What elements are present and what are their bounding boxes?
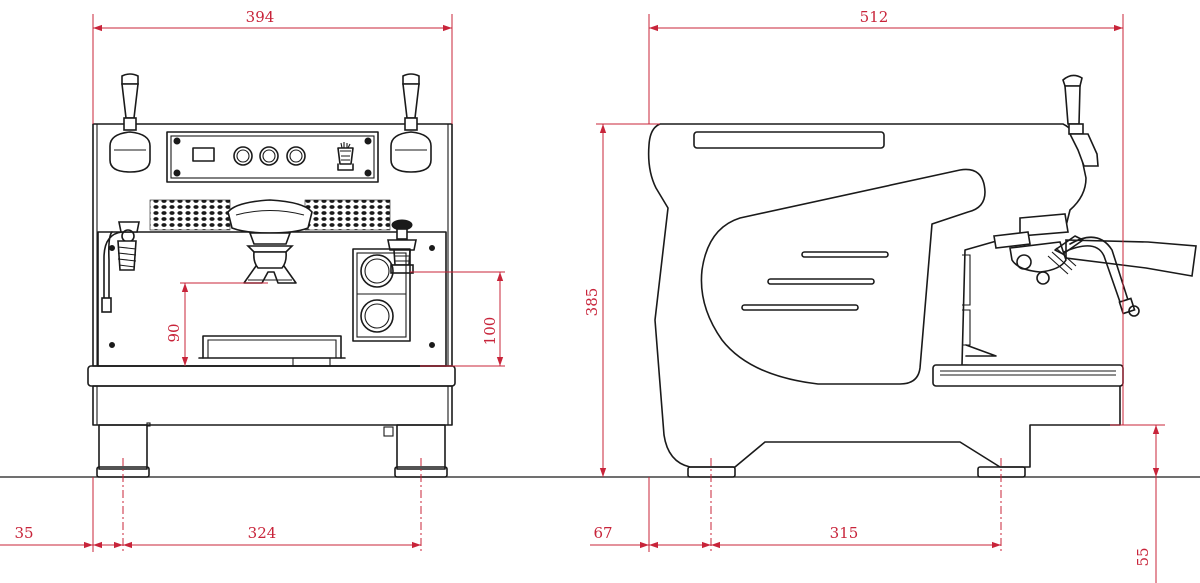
front-right-valve bbox=[390, 73, 432, 173]
front-right-vent bbox=[304, 199, 391, 231]
dimensions: 394 512 385 90 100 35 324 bbox=[0, 8, 1165, 583]
front-left-steam-wand bbox=[101, 221, 140, 313]
front-drip-tray bbox=[87, 365, 456, 387]
side-slot-1 bbox=[801, 251, 889, 258]
side-body bbox=[647, 123, 1121, 468]
dim-side-foot-spacing: 315 bbox=[830, 524, 859, 542]
side-slot-2 bbox=[767, 278, 875, 285]
front-right-nozzle bbox=[387, 219, 417, 274]
logo-icon bbox=[337, 142, 354, 171]
dim-front-width: 394 bbox=[246, 8, 275, 26]
dim-side-height: 385 bbox=[583, 288, 601, 317]
side-group-head bbox=[993, 213, 1197, 285]
front-control-panel bbox=[166, 131, 379, 183]
side-top-slot bbox=[693, 131, 885, 149]
button-1 bbox=[233, 146, 253, 166]
front-view bbox=[87, 73, 456, 478]
button-2 bbox=[259, 146, 279, 166]
dim-front-foot-offset: 35 bbox=[14, 524, 33, 542]
dim-drip-tray-height: 55 bbox=[1134, 547, 1152, 566]
dim-side-depth: 512 bbox=[860, 8, 889, 26]
front-left-valve bbox=[109, 73, 151, 173]
front-cup-holder bbox=[352, 248, 411, 342]
dim-front-foot-spacing: 324 bbox=[248, 524, 277, 542]
front-left-vent bbox=[149, 199, 231, 231]
dim-group-height: 90 bbox=[165, 323, 183, 342]
front-cup-rail bbox=[198, 335, 346, 367]
dim-side-foot-offset: 67 bbox=[593, 524, 612, 542]
side-valve-handle bbox=[1062, 74, 1099, 167]
front-base bbox=[92, 385, 453, 426]
side-slot-3 bbox=[741, 304, 859, 311]
button-3 bbox=[286, 146, 306, 166]
front-group-head bbox=[227, 199, 313, 284]
side-panel bbox=[700, 168, 986, 385]
dim-cup-height: 100 bbox=[481, 317, 499, 346]
display-screen bbox=[192, 147, 215, 162]
side-view bbox=[647, 74, 1197, 478]
